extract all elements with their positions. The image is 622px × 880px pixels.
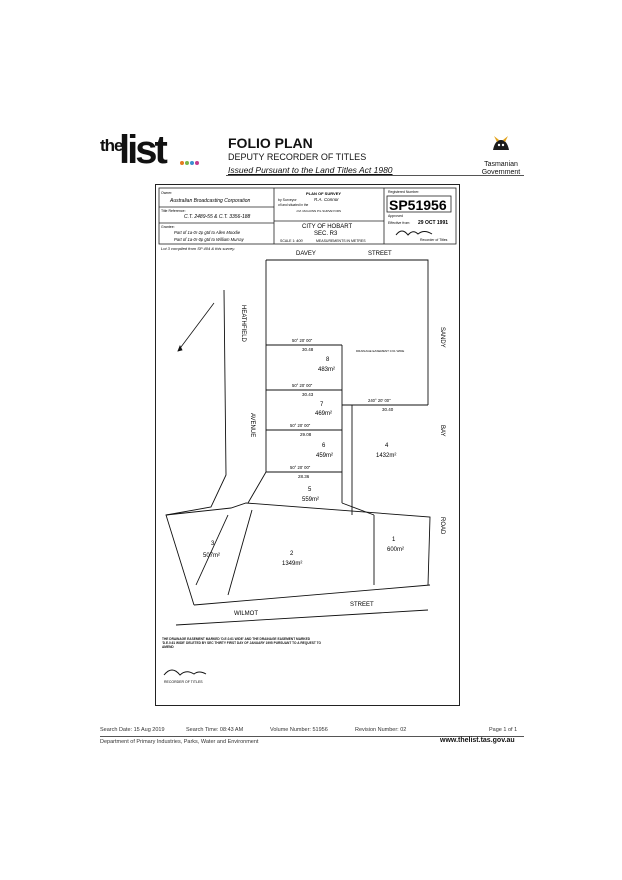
dim-3: 29.08: [300, 432, 312, 437]
recorder-label: Recorder of Titles: [420, 238, 448, 242]
north-arrow-icon: [177, 302, 215, 352]
recorder-signature: [395, 230, 433, 236]
city-label: CITY OF HOBART: [302, 224, 352, 230]
revision-number: Revision Number: 02: [355, 727, 407, 733]
lot-6-no: 6: [322, 443, 326, 449]
sec-label: SEC. R3: [314, 231, 338, 237]
department-name: Department of Primary Industries, Parks,…: [100, 739, 259, 745]
grantee-2: Part of 1a-0r-0p gtd to William Murray: [174, 237, 245, 242]
owner-label: Owner:: [161, 191, 172, 195]
street-sandy: SANDY: [439, 327, 445, 348]
search-date: Search Date: 15 Aug 2019: [100, 727, 165, 733]
street-heathfield: HEATHFIELD: [240, 305, 246, 343]
folio-plan-drawing: Owner: Australian Broadcasting Corporati…: [155, 184, 460, 706]
lot-3-area: 507m²: [203, 553, 220, 559]
lot-2-no: 2: [290, 551, 294, 557]
bearing-1: 50° 20' 00": [292, 338, 313, 343]
street-avenue: AVENUE: [249, 413, 255, 437]
lot-1-area: 600m²: [387, 547, 404, 553]
act-text: Issued Pursuant to the Land Titles Act 1…: [228, 165, 393, 175]
surveyor-name: R.A. Connor: [314, 197, 339, 202]
easement-label: DRAINAGE EASEMENT 0.61 WIDE: [356, 349, 404, 353]
survey-firm: J.M. McGUINN P/L SURVEYORS: [296, 209, 341, 213]
survey-plan-svg: Owner: Australian Broadcasting Corporati…: [158, 187, 457, 684]
approved-label: Approved: [388, 214, 403, 218]
dim-2: 30.43: [302, 392, 314, 397]
tas-gov-logo: Tasmanian Government: [478, 134, 524, 176]
website-link[interactable]: www.thelist.tas.gov.au: [440, 737, 515, 744]
bearing-3: 50° 20' 00": [290, 423, 311, 428]
dim-4: 28.36: [298, 474, 310, 479]
street-wilmot-st: STREET: [350, 602, 374, 608]
bearing-2: 50° 20' 00": [292, 383, 313, 388]
bearing-4: 50° 20' 00": [290, 465, 311, 470]
gov-text-1: Tasmanian: [484, 161, 518, 168]
title-block: [158, 187, 457, 245]
page-subtitle: DEPUTY RECORDER OF TITLES: [228, 152, 367, 162]
recorder-sig-label: RECORDER OF TITLES: [164, 680, 203, 684]
logo-dots-icon: [180, 161, 199, 165]
title-ref-label: Title Reference:: [161, 209, 186, 213]
surveyor-by: by Surveyor: [278, 198, 298, 202]
street-road: ROAD: [439, 517, 445, 535]
lot-4-area: 1432m²: [376, 453, 396, 459]
street-davey-st: STREET: [368, 251, 392, 257]
lot-7-area: 469m²: [315, 411, 332, 417]
scale-label: SCALE 1:: [280, 239, 295, 243]
reg-label: Registered Number:: [388, 190, 419, 194]
owner-value: Australian Broadcasting Corporation: [169, 198, 251, 204]
compiled-note: Lot 3 compiled from SP 404 & this survey…: [161, 246, 235, 251]
page-count: Page 1 of 1: [489, 727, 518, 733]
street-davey: DAVEY: [296, 251, 316, 257]
lot-8-area: 483m²: [318, 367, 335, 373]
street-wilmot: WILMOT: [234, 611, 258, 617]
volume-number: Volume Number: 51956: [270, 727, 328, 733]
situated-text: of land situated in the: [278, 203, 309, 207]
boundary-lines: [165, 259, 431, 626]
lot-2-area: 1349m²: [282, 561, 302, 567]
reg-number: SP51956: [389, 197, 447, 213]
logo-the: the: [100, 136, 123, 155]
bearing-5: 240° 20' 00": [368, 398, 391, 403]
dim-5: 30.40: [382, 407, 394, 412]
effective-label: Effective from:: [388, 221, 410, 225]
lot-3-no: 3: [211, 541, 215, 547]
plan-of-survey: PLAN OF SURVEY: [306, 191, 341, 196]
grantee-1: Part of 1a-0r-2p gtd to Allen Moodie: [174, 230, 241, 235]
scale-value: 400: [296, 238, 303, 243]
lot-1-no: 1: [392, 537, 396, 543]
thelist-logo: the list: [100, 128, 200, 174]
lot-5-no: 5: [308, 487, 312, 493]
gov-text-2: Government: [481, 169, 521, 176]
effective-date: 29 OCT 1991: [418, 220, 448, 226]
measure-label: MEASUREMENTS IN METRES: [316, 239, 366, 243]
lot-4-no: 4: [385, 443, 389, 449]
search-time: Search Time: 08:43 AM: [186, 727, 244, 733]
grantee-label: Grantee:: [161, 225, 175, 229]
lot-6-area: 459m²: [316, 453, 333, 459]
street-bay: BAY: [439, 425, 445, 437]
devil-emblem-icon: [493, 136, 509, 150]
lot-8-no: 8: [326, 357, 330, 363]
logo-list: list: [119, 128, 168, 172]
lot-5-area: 559m²: [302, 497, 319, 503]
dim-1: 30.48: [302, 347, 314, 352]
lot-7-no: 7: [320, 402, 324, 408]
easement-note: THE DRAINAGE EASEMENT MARKED 'D.E.0.61 W…: [162, 637, 322, 649]
page-title: FOLIO PLAN: [228, 135, 313, 151]
recorder-signature-2: [163, 669, 207, 676]
footer-divider: [100, 736, 524, 737]
title-ref-value: C.T. 2489-55 & C.T. 3356-188: [184, 214, 251, 220]
header-divider: [226, 175, 524, 176]
